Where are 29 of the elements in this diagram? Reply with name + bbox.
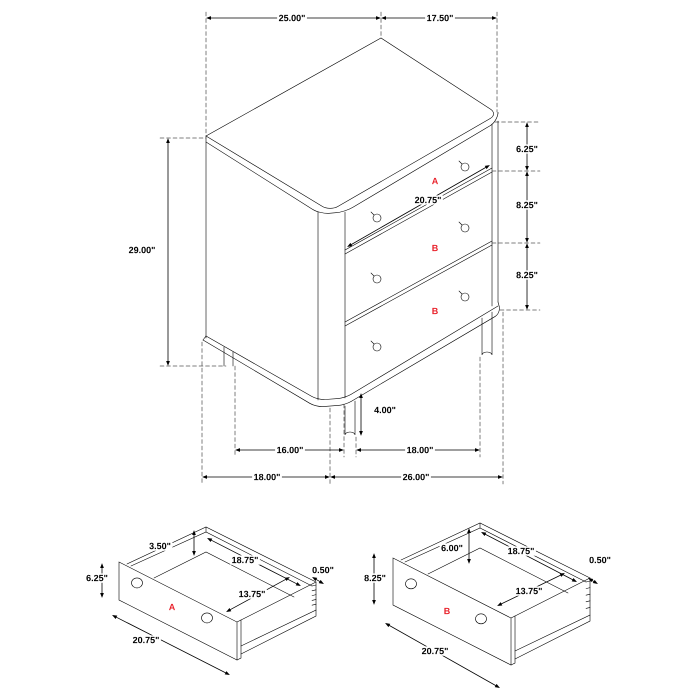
drawer-letter: B [444, 608, 450, 614]
dimension-label: 18.00" [252, 472, 282, 482]
dimension-label: 0.50" [310, 565, 336, 575]
dimension-label: 3.50" [148, 541, 172, 551]
dimension-label: 17.50" [425, 13, 455, 23]
dimension-label: 26.00" [401, 472, 431, 482]
dimension-label: 8.25" [514, 270, 540, 280]
dimension-label: 0.50" [588, 555, 612, 565]
dimension-label: 29.00" [127, 245, 157, 255]
dimension-label: 18.75" [230, 555, 260, 565]
dimension-label: 18.00" [405, 445, 435, 455]
dimension-label: 20.75" [131, 635, 161, 645]
dimension-label: 18.75" [506, 546, 536, 556]
dimension-label: 13.75" [514, 586, 544, 596]
dimension-label: 8.25" [362, 573, 388, 583]
drawer-letter: B [432, 244, 438, 252]
dimension-label: 13.75" [237, 589, 267, 599]
drawer-letter: B [432, 308, 438, 314]
drawer-letter: A [432, 178, 438, 184]
dimension-label: 4.00" [372, 405, 398, 415]
dimension-label: 20.75" [413, 195, 443, 205]
dimension-label: 6.25" [514, 144, 540, 154]
dimension-label: 20.75" [420, 646, 450, 656]
dimension-label: 25.00" [277, 13, 307, 23]
dimension-label: 6.00" [440, 543, 464, 553]
dimension-label: 8.25" [514, 200, 540, 210]
drawer-letter: A [168, 604, 175, 610]
dimension-label: 16.00" [275, 445, 305, 455]
dimension-label: 6.25" [84, 573, 110, 583]
